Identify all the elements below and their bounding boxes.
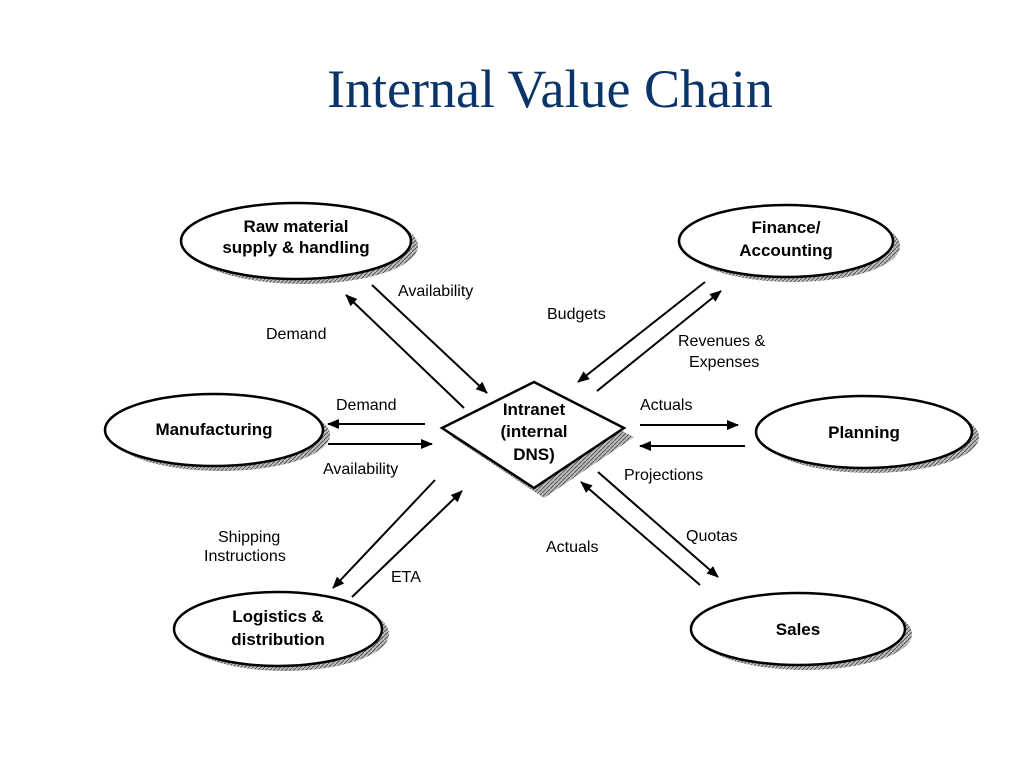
flow-logistics-eta-label: ETA [391,569,421,586]
flow-logistics-shipping-label-1: Shipping [218,529,280,546]
arrow-raw-demand [345,294,465,409]
node-finance-accounting: Finance/ Accounting [677,203,900,282]
node-raw-material: Raw material supply & handling [179,201,418,284]
flow-raw-availability-label: Availability [398,283,473,300]
flow-raw-demand-label: Demand [266,326,326,343]
node-sales-label: Sales [776,620,820,639]
node-logistics-label-2: distribution [231,630,324,649]
flow-finance-revenues-label-1: Revenues & [678,333,765,350]
node-finance-label-1: Finance/ [752,218,821,237]
flow-mfg-availability-label: Availability [323,461,398,478]
arrow-finance-budgets [577,281,706,383]
node-logistics: Logistics & distribution [172,590,389,671]
node-logistics-label-1: Logistics & [232,607,324,626]
flow-finance-budgets-label: Budgets [547,306,606,323]
flow-finance-revenues-label-2: Expenses [689,354,759,371]
flow-sales-quotas-label: Quotas [686,528,738,545]
node-raw-material-label-2: supply & handling [222,238,369,257]
node-intranet: Intranet (internal DNS) [439,380,634,498]
node-planning: Planning [754,394,979,473]
flow-mfg-demand-label: Demand [336,397,396,414]
flow-planning-projections-label: Projections [624,467,703,484]
node-manufacturing: Manufacturing [103,392,330,471]
flow-sales-actuals-label: Actuals [546,539,598,556]
node-intranet-label-1: Intranet [503,400,566,419]
arrow-sales-actuals [580,481,701,586]
node-manufacturing-label: Manufacturing [155,420,272,439]
flow-logistics-shipping-label-2: Instructions [204,548,286,565]
node-intranet-label-3: DNS) [513,445,555,464]
page-title: Internal Value Chain [327,59,773,119]
node-intranet-label-2: (internal [500,422,567,441]
arrow-sales-quotas [597,471,719,578]
node-planning-label: Planning [828,423,900,442]
arrow-finance-revenues [596,290,722,392]
flow-planning-actuals-label: Actuals [640,397,692,414]
node-finance-label-2: Accounting [739,241,833,260]
arrow-logistics-eta [351,490,463,598]
node-sales: Sales [689,591,912,670]
arrow-logistics-shipping [332,479,436,589]
arrow-raw-availability [371,284,488,394]
node-raw-material-label-1: Raw material [244,217,349,236]
